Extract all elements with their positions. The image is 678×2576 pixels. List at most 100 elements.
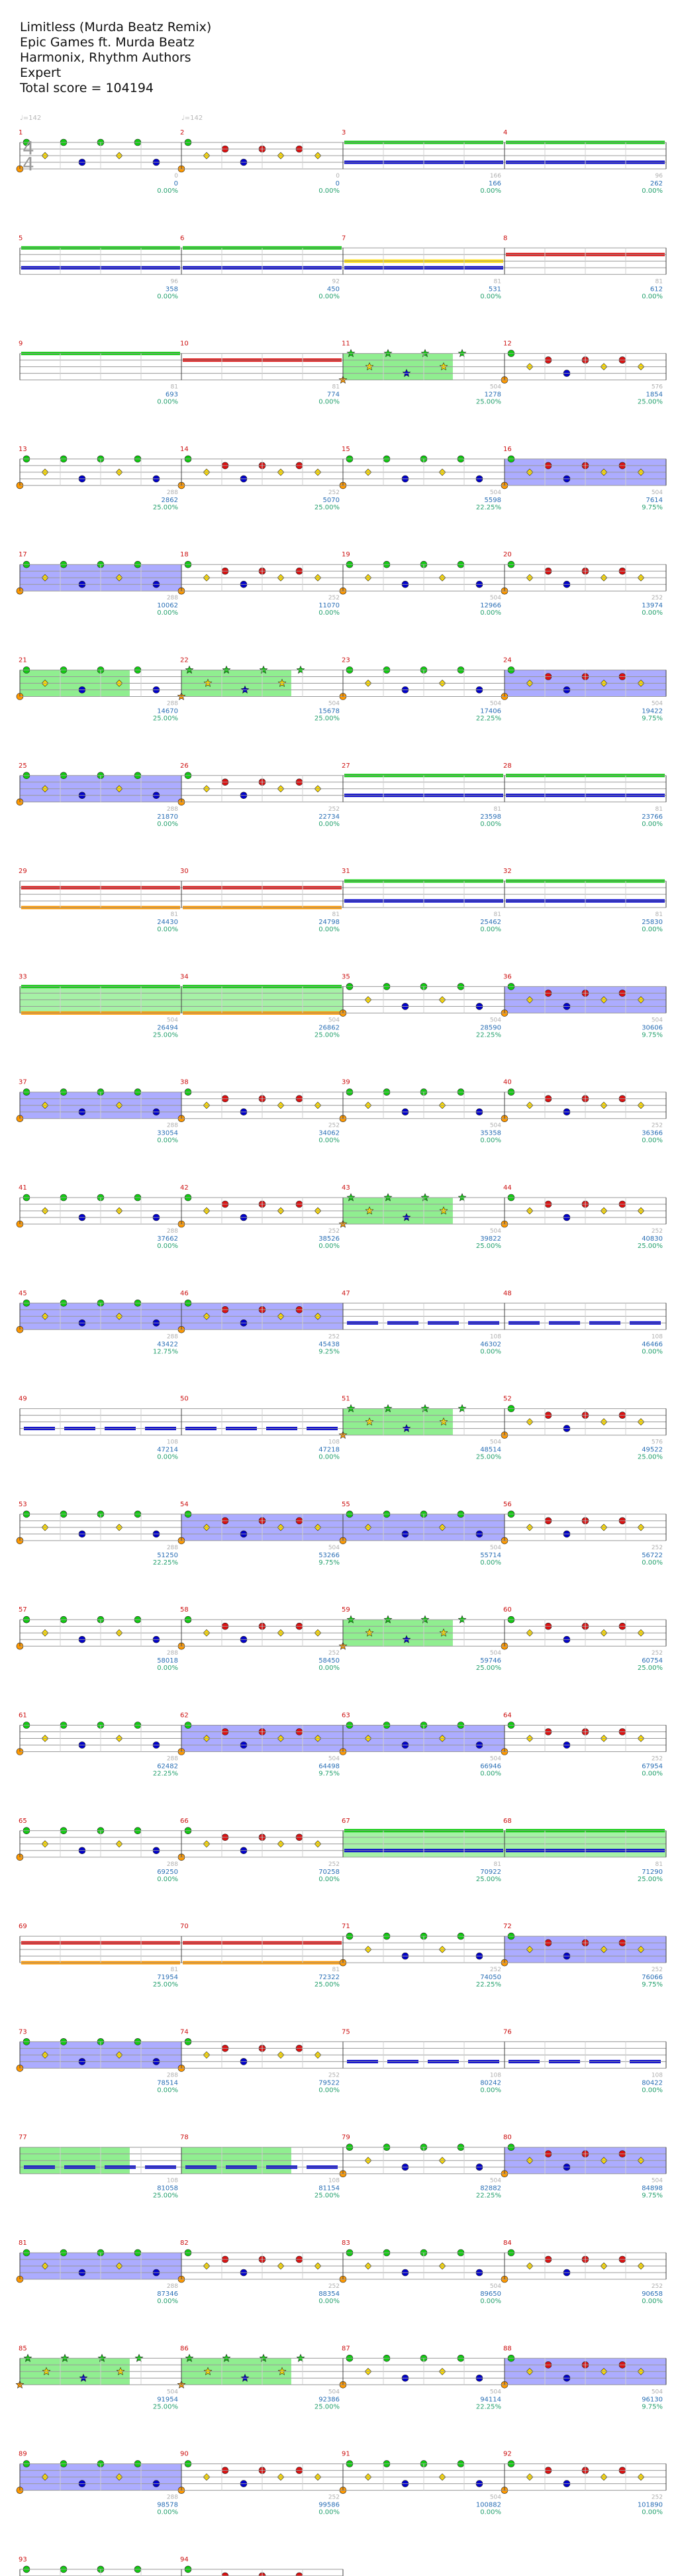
measure-note-count: 504	[167, 1017, 178, 1023]
measure-note-count: 504	[167, 2389, 178, 2395]
star-note	[23, 2353, 32, 2362]
measure-number: 91	[342, 2451, 350, 2458]
measure-percentage: 25.00%	[476, 1876, 501, 1883]
star-note	[346, 1193, 356, 1202]
measure-score: 7614	[646, 497, 663, 504]
measure-score: 26494	[157, 1024, 178, 1031]
measure-note-count: 252	[328, 1861, 340, 1868]
measure-percentage: 9.75%	[642, 715, 663, 723]
measure-score: 53266	[318, 1552, 340, 1559]
measure-number: 90	[180, 2451, 189, 2458]
star-note	[458, 1404, 467, 1413]
star-note	[402, 1423, 411, 1433]
measure-score: 33054	[157, 1130, 178, 1137]
star-note	[259, 665, 268, 674]
star-note	[346, 1404, 356, 1413]
measure-number: 87	[342, 2345, 350, 2352]
measure-percentage: 0.00%	[157, 187, 178, 195]
measure-percentage: 0.00%	[318, 1665, 340, 1672]
measure-number: 31	[342, 868, 350, 875]
measure-score: 1854	[646, 391, 663, 399]
star-note	[383, 1615, 393, 1623]
measure-score: 72322	[318, 1974, 340, 1981]
measure-number: 45	[19, 1290, 27, 1297]
measure-score: 51250	[157, 1552, 178, 1559]
measure-percentage: 0.00%	[318, 2509, 340, 2516]
measure-score: 1278	[485, 391, 501, 399]
measure-score: 56722	[642, 1552, 663, 1559]
measure-number: 50	[180, 1396, 189, 1403]
measure-score: 10062	[157, 602, 178, 609]
measure-score: 23598	[480, 813, 501, 821]
star-note	[383, 1193, 393, 1202]
measure-number: 88	[503, 2345, 512, 2352]
measure-note-count: 252	[328, 595, 340, 601]
star-note	[458, 1615, 467, 1623]
measure-note-count: 96	[655, 173, 663, 180]
measure-percentage: 0.00%	[480, 1137, 501, 1145]
star-note	[365, 1628, 374, 1637]
measure-number: 48	[503, 1290, 512, 1297]
measure-number: 23	[342, 657, 350, 664]
measure-percentage: 25.00%	[153, 715, 178, 723]
measure-note-count: 81	[655, 1861, 663, 1868]
measure-score: 2862	[162, 497, 178, 504]
measure-percentage: 0.00%	[642, 2298, 663, 2305]
measure-number: 16	[503, 446, 512, 453]
measure-note-count: 288	[167, 595, 178, 601]
star-note	[402, 368, 411, 378]
red-note	[295, 2572, 303, 2576]
measure-score: 11070	[318, 602, 340, 609]
measure-percentage: 22.25%	[153, 1559, 178, 1567]
measure-percentage: 0.00%	[318, 2087, 340, 2094]
measure-percentage: 25.00%	[638, 1665, 663, 1672]
measure-note-count: 108	[652, 2072, 663, 2079]
measure-percentage: 9.75%	[642, 504, 663, 511]
measure-score: 76066	[642, 1974, 663, 1981]
measure-number: 56	[503, 1501, 512, 1508]
measure-note-count: 504	[490, 2178, 501, 2185]
measure-score: 67954	[642, 1763, 663, 1771]
song-title: Limitless (Murda Beatz Remix)	[20, 20, 212, 34]
measure-percentage: 25.00%	[476, 399, 501, 406]
measure-percentage: 22.25%	[476, 1031, 501, 1039]
measure-note-count: 504	[652, 2389, 663, 2395]
chart-header: Limitless (Murda Beatz Remix) Epic Games…	[20, 20, 211, 96]
measure-number: 2	[180, 129, 184, 136]
measure-number: 54	[180, 1501, 189, 1508]
measure-score: 5070	[323, 497, 340, 504]
measure-number: 15	[342, 446, 350, 453]
star-note	[365, 1417, 374, 1426]
measure-score: 38526	[318, 1235, 340, 1243]
star-note	[420, 1615, 430, 1623]
star-note	[203, 2367, 213, 2375]
measure-number: 24	[503, 657, 512, 664]
measure-number: 32	[503, 868, 512, 875]
measure-score: 25830	[642, 919, 663, 926]
star-note	[346, 348, 356, 358]
measure-number: 83	[342, 2240, 350, 2247]
measure-number: 93	[19, 2556, 27, 2563]
measure-number: 94	[180, 2556, 189, 2563]
measure-score: 55714	[480, 1552, 501, 1559]
measure-percentage: 25.00%	[153, 1981, 178, 1988]
star-note	[365, 362, 374, 371]
measure-note-count: 288	[167, 1545, 178, 1551]
measure-number: 53	[19, 1501, 27, 1508]
measure-score: 0	[336, 180, 340, 187]
measure-note-count: 92	[332, 278, 340, 285]
measure-percentage: 25.00%	[315, 715, 340, 723]
measure-note-count: 81	[171, 1967, 178, 1973]
measure-score: 81154	[318, 2185, 340, 2192]
song-charter: Harmonix, Rhythm Authors	[20, 50, 191, 65]
measure-score: 101890	[638, 2502, 663, 2509]
star-note	[296, 665, 305, 674]
measure-note-count: 252	[652, 1123, 663, 1129]
measure-percentage: 9.75%	[318, 1559, 340, 1567]
measure-note-count: 504	[328, 701, 340, 707]
star-note	[240, 685, 250, 694]
measure-percentage: 0.00%	[318, 821, 340, 828]
measure-number: 37	[19, 1079, 27, 1086]
measure-note-count: 252	[328, 1228, 340, 1235]
measure-note-count: 0	[336, 173, 340, 180]
